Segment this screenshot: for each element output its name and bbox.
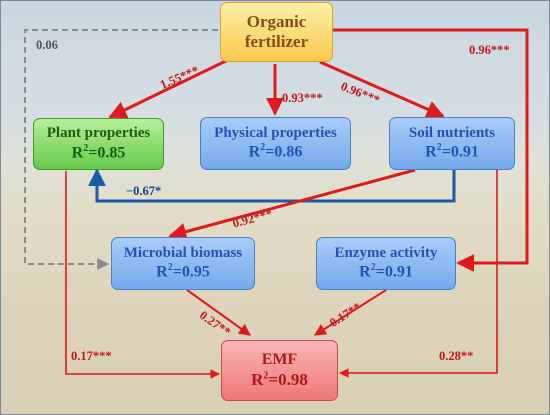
coef-organic-enzyme: 0.96*** [469, 43, 510, 57]
node-title: Enzyme activity [334, 244, 438, 261]
node-title: Plant properties [46, 125, 151, 142]
arrow-soil-to-plant [88, 168, 456, 203]
coef-organic-microbial: 0.06 [36, 38, 58, 52]
arrow-soil-to-emf [339, 170, 498, 378]
node-r2: R2=0.95 [156, 262, 210, 281]
node-title: Soil nutrients [408, 124, 496, 141]
coef-soil-plant: −0.67* [126, 184, 162, 198]
node-title: Physical properties [214, 124, 337, 141]
node-r2: R2=0.86 [248, 142, 303, 161]
coef-plant-emf: 0.17*** [71, 349, 112, 363]
node-emf: EMF R2=0.98 [221, 340, 338, 401]
arrow-plant-to-emf [65, 171, 220, 379]
node-r2: R2=0.98 [251, 369, 308, 389]
arrow-enzyme-to-emf [313, 289, 387, 336]
coef-organic-physical: 0.93*** [282, 91, 323, 105]
node-r2: R2=0.85 [71, 142, 126, 162]
node-title: EMF [261, 351, 298, 369]
arrow-organic-to-microbial [24, 29, 218, 270]
arrow-organic-to-enzyme [333, 28, 529, 272]
node-organic-line2: fertilizer [244, 32, 309, 51]
arrow-soil-to-microbial [168, 168, 416, 241]
arrow-organic-to-plant [108, 56, 233, 119]
node-enzyme-activity: Enzyme activity R2=0.91 [316, 237, 456, 290]
arrow-microbial-to-emf [186, 289, 251, 336]
node-microbial-biomass: Microbial biomass R2=0.95 [111, 237, 255, 290]
node-r2: R2=0.91 [359, 262, 413, 281]
node-organic-fertilizer: Organic fertilizer [220, 2, 333, 62]
node-organic-line1: Organic [246, 11, 307, 31]
node-physical-properties: Physical properties R2=0.86 [200, 117, 351, 170]
node-soil-nutrients: Soil nutrients R2=0.91 [389, 117, 515, 170]
coef-soil-emf: 0.28** [439, 349, 474, 363]
node-title: Microbial biomass [123, 244, 243, 261]
node-plant-properties: Plant properties R2=0.85 [33, 118, 164, 170]
arrow-organic-to-soil [319, 60, 445, 118]
node-r2: R2=0.91 [425, 142, 479, 161]
